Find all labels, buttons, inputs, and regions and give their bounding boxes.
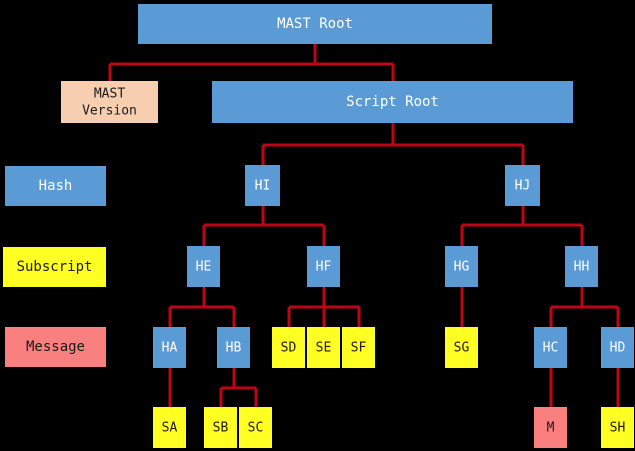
node-HE-box[interactable]	[187, 246, 220, 287]
node-SE-box[interactable]	[307, 327, 340, 368]
node-SA-box[interactable]	[153, 407, 186, 448]
node-mast-root-box[interactable]	[138, 4, 492, 44]
node-SB-label: SB	[213, 420, 229, 435]
legend-item-hash[interactable]: Hash	[5, 166, 106, 206]
node-SA[interactable]: SA	[153, 407, 186, 448]
node-script-root-label: Script Root	[346, 94, 439, 110]
node-SF-label: SF	[351, 340, 367, 355]
node-SD-box[interactable]	[272, 327, 305, 368]
edge-group-mast-root	[108, 44, 395, 81]
node-HG-box[interactable]	[445, 246, 478, 287]
node-HH[interactable]: HH	[565, 246, 598, 287]
node-mast-root[interactable]: MAST Root	[138, 4, 492, 44]
legend-item-subscript-box[interactable]	[3, 247, 106, 287]
legend-item-hash-label: Hash	[39, 178, 73, 194]
node-HI-box[interactable]	[245, 165, 280, 206]
node-HF-box[interactable]	[307, 246, 340, 287]
node-HB[interactable]: HB	[217, 327, 250, 368]
node-HE[interactable]: HE	[187, 246, 220, 287]
node-SG-label: SG	[454, 340, 470, 355]
node-HD[interactable]: HD	[601, 327, 634, 368]
node-SC-box[interactable]	[239, 407, 272, 448]
node-HH-box[interactable]	[565, 246, 598, 287]
node-SG[interactable]: SG	[445, 327, 478, 368]
node-HB-box[interactable]	[217, 327, 250, 368]
legend-item-message-box[interactable]	[5, 327, 106, 367]
node-HC-label: HC	[543, 340, 559, 355]
edge-group-HB	[219, 368, 258, 407]
node-HC[interactable]: HC	[534, 327, 567, 368]
node-M-label: M	[547, 420, 555, 435]
node-HF[interactable]: HF	[307, 246, 340, 287]
node-SA-label: SA	[162, 420, 178, 435]
legend-item-message-label: Message	[26, 339, 85, 355]
node-SH[interactable]: SH	[601, 407, 634, 448]
node-HJ-label: HJ	[515, 178, 531, 193]
legend-item-message[interactable]: Message	[5, 327, 106, 367]
node-HC-box[interactable]	[534, 327, 567, 368]
edge-group-HH	[549, 287, 620, 327]
node-mast-root-label: MAST Root	[277, 16, 353, 32]
node-HI[interactable]: HI	[245, 165, 280, 206]
node-SD[interactable]: SD	[272, 327, 305, 368]
node-script-root[interactable]: Script Root	[212, 81, 573, 123]
node-SB[interactable]: SB	[204, 407, 237, 448]
node-SH-label: SH	[610, 420, 626, 435]
edge-group-HF	[287, 287, 361, 327]
node-HD-box[interactable]	[601, 327, 634, 368]
legend-item-subscript-label: Subscript	[17, 259, 93, 275]
node-M-box[interactable]	[534, 407, 567, 448]
node-SF-box[interactable]	[342, 327, 375, 368]
node-HA[interactable]: HA	[153, 327, 186, 368]
node-SE[interactable]: SE	[307, 327, 340, 368]
edge-group-HI	[202, 206, 326, 246]
node-HB-label: HB	[226, 340, 242, 355]
node-SC[interactable]: SC	[239, 407, 272, 448]
node-HJ-box[interactable]	[505, 165, 540, 206]
node-SE-label: SE	[316, 340, 332, 355]
node-HI-label: HI	[255, 178, 271, 193]
node-SF[interactable]: SF	[342, 327, 375, 368]
node-mast-version-box[interactable]	[61, 81, 158, 123]
legend-item-hash-box[interactable]	[5, 166, 106, 206]
node-HA-label: HA	[162, 340, 178, 355]
node-HF-label: HF	[316, 259, 332, 274]
node-HE-label: HE	[196, 259, 212, 274]
edge-group-HJ	[460, 206, 584, 246]
edge-group-script-root	[261, 123, 525, 165]
node-HJ[interactable]: HJ	[505, 165, 540, 206]
node-SH-box[interactable]	[601, 407, 634, 448]
node-HD-label: HD	[610, 340, 626, 355]
node-SG-box[interactable]	[445, 327, 478, 368]
node-HG-label: HG	[454, 259, 470, 274]
node-HG[interactable]: HG	[445, 246, 478, 287]
edge-group-HE	[168, 287, 236, 327]
node-HA-box[interactable]	[153, 327, 186, 368]
node-SD-label: SD	[281, 340, 297, 355]
node-SC-label: SC	[248, 420, 264, 435]
node-SB-box[interactable]	[204, 407, 237, 448]
legend-item-subscript[interactable]: Subscript	[3, 247, 106, 287]
node-HH-label: HH	[574, 259, 590, 274]
node-M[interactable]: M	[534, 407, 567, 448]
node-script-root-box[interactable]	[212, 81, 573, 123]
